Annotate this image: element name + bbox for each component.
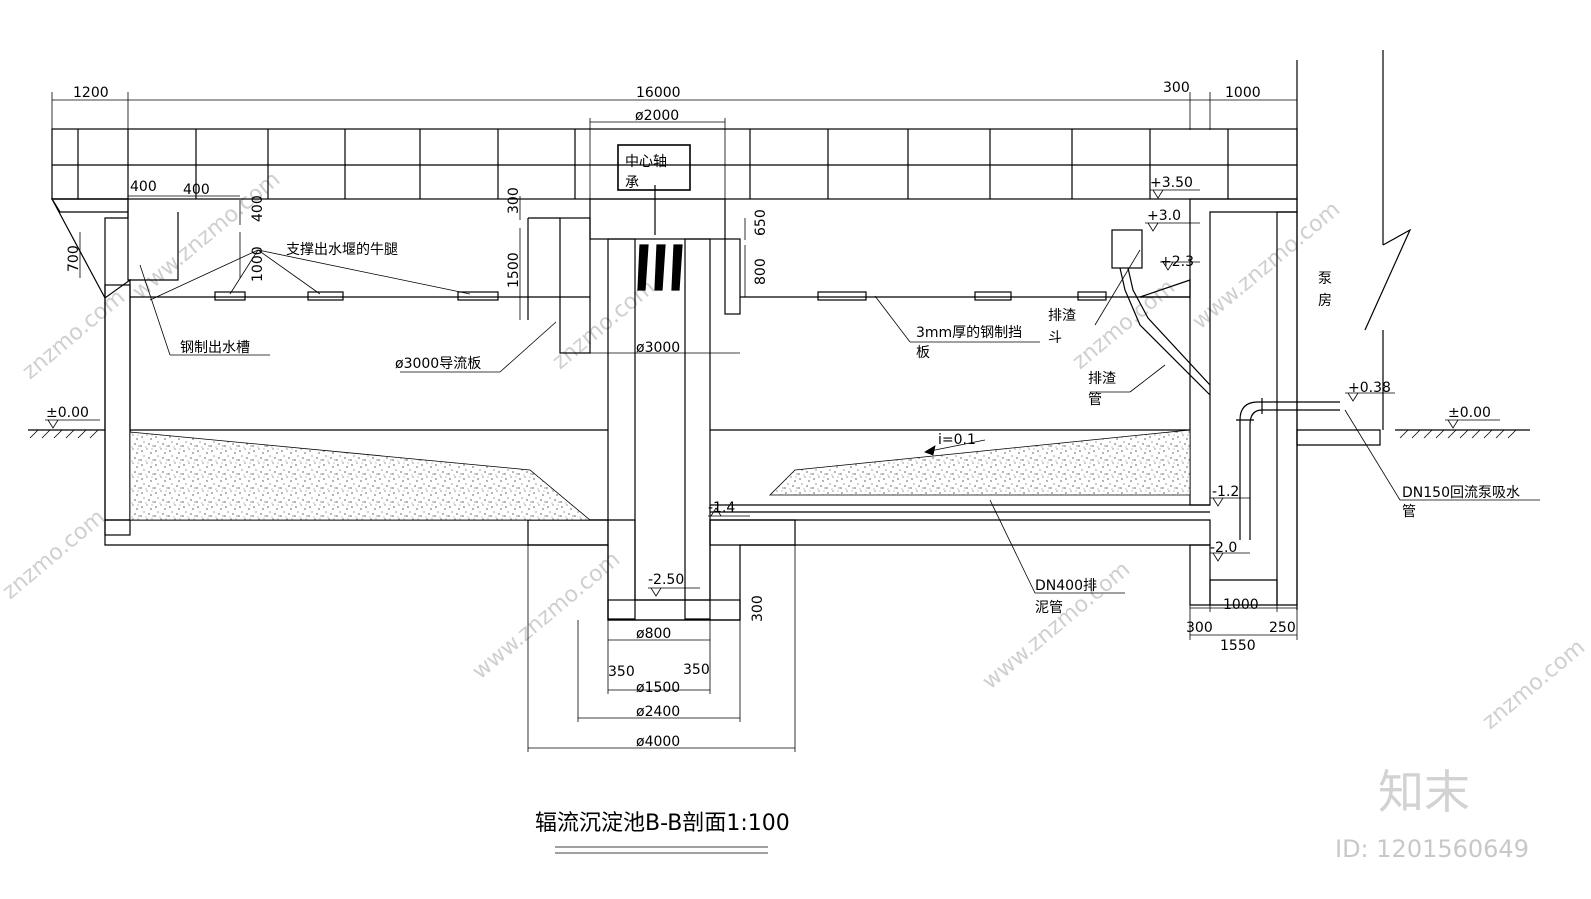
dim-d2400: ø2400 (636, 704, 680, 720)
dim-d1500: ø1500 (636, 680, 680, 696)
dim-b1550: 1550 (1220, 638, 1256, 654)
ground-hatch (29, 429, 1517, 439)
watermark-text: znzmo.com (0, 505, 110, 605)
title-text: 辐流沉淀池B-B剖面1:100 (535, 811, 790, 836)
dim-d3000: ø3000 (636, 340, 680, 356)
label-pump-room-2: 房 (1318, 293, 1332, 309)
dim-h650: 650 (753, 209, 769, 236)
elevation-labels: +3.50 +3.0 +2.3 +0.38 ±0.00 ±0.00 -1.4 -… (46, 175, 1491, 588)
dim-h700: 700 (66, 245, 82, 272)
label-scum-hopper-2: 斗 (1048, 330, 1062, 346)
label-scum-pipe-1: 排渣 (1088, 371, 1116, 387)
label-pump-room-1: 泵 (1318, 271, 1332, 287)
dim-w400a: 400 (130, 179, 157, 195)
label-steel-baffle-1: 3mm厚的钢制挡 (916, 325, 1022, 341)
dim-d4000: ø4000 (636, 734, 680, 750)
elev-minus-1-2: -1.2 (1212, 484, 1239, 500)
label-steel-baffle-2: 板 (916, 345, 930, 361)
sludge-fill (129, 429, 1191, 521)
label-scum-hopper-1: 排渣 (1048, 308, 1076, 324)
dim-h400: 400 (250, 195, 266, 222)
watermark-text: www.znzmo.com (468, 547, 625, 685)
dim-w400b: 400 (183, 182, 210, 198)
elev-0-00-left: ±0.00 (46, 405, 89, 421)
brand-logo-text: 知末 (1378, 765, 1470, 819)
dim-d2000: ø2000 (635, 108, 679, 124)
watermark-text: znzmo.com (18, 285, 130, 385)
label-sludge-pipe-1: DN400排 (1035, 578, 1097, 594)
walkway-bridge (51, 128, 1298, 200)
watermark-text: znzmo.com (1478, 635, 1590, 735)
elev-3-50: +3.50 (1150, 175, 1193, 191)
dim-h300: 300 (506, 187, 522, 214)
label-weir-bracket: 支撑出水堰的牛腿 (286, 242, 398, 258)
dimension-lines (51, 92, 1298, 752)
dimension-labels: 1200 16000 300 1000 ø2000 ø3000 ø800 ø15… (66, 80, 1296, 750)
label-slope: i=0.1 (938, 432, 976, 448)
callout-labels: 中心轴 承 支撑出水堰的牛腿 钢制出水槽 ø3000导流板 3mm厚的钢制挡 板… (180, 154, 1520, 616)
interior-lines (28, 185, 1530, 540)
label-sludge-pipe-2: 泥管 (1035, 600, 1063, 616)
label-return-pipe-2: 管 (1402, 504, 1416, 520)
elev-0-00-right: ±0.00 (1448, 405, 1491, 421)
label-steel-trough: 钢制出水槽 (180, 340, 250, 356)
dim-h1500: 1500 (506, 252, 522, 288)
elev-2-3: +2.3 (1160, 254, 1194, 270)
elev-minus-1-4: -1.4 (708, 500, 735, 516)
label-scum-pipe-2: 管 (1088, 392, 1102, 408)
leader-lines (139, 249, 1540, 594)
elev-minus-2-50: -2.50 (648, 572, 684, 588)
dim-b250: 250 (1269, 620, 1296, 636)
dim-h800: 800 (753, 258, 769, 285)
tank-structure (50, 50, 1412, 621)
image-id-text: ID: 1201560649 (1335, 835, 1529, 863)
elev-minus-2-0: -2.0 (1210, 540, 1237, 556)
dim-h1000: 1000 (250, 246, 266, 282)
label-center-shaft-1: 中心轴 (625, 154, 667, 170)
dim-b1000: 1000 (1223, 597, 1259, 613)
dim-top-1000: 1000 (1225, 85, 1261, 101)
dim-b300: 300 (1186, 620, 1213, 636)
dim-d800: ø800 (636, 626, 671, 642)
elev-0-38: +0.38 (1348, 380, 1391, 396)
label-center-shaft-2: 承 (625, 175, 639, 191)
dim-w350a: 350 (608, 664, 635, 680)
elevation-markers (45, 189, 1500, 597)
elev-3-0: +3.0 (1147, 208, 1181, 224)
dim-top-16000: 16000 (636, 85, 681, 101)
watermark-text: www.znzmo.com (1188, 197, 1345, 335)
dim-top-1200: 1200 (73, 85, 109, 101)
dim-w350b: 350 (683, 662, 710, 678)
label-baffle-3000: ø3000导流板 (395, 356, 481, 372)
dim-h300b: 300 (750, 595, 766, 622)
center-drive-box (617, 144, 691, 191)
dim-top-300: 300 (1163, 80, 1190, 96)
drawing-title: 辐流沉淀池B-B剖面1:100 (535, 811, 790, 854)
label-return-pipe-1: DN150回流泵吸水 (1402, 485, 1520, 501)
brand-watermark: 知末 ID: 1201560649 (1335, 765, 1529, 863)
